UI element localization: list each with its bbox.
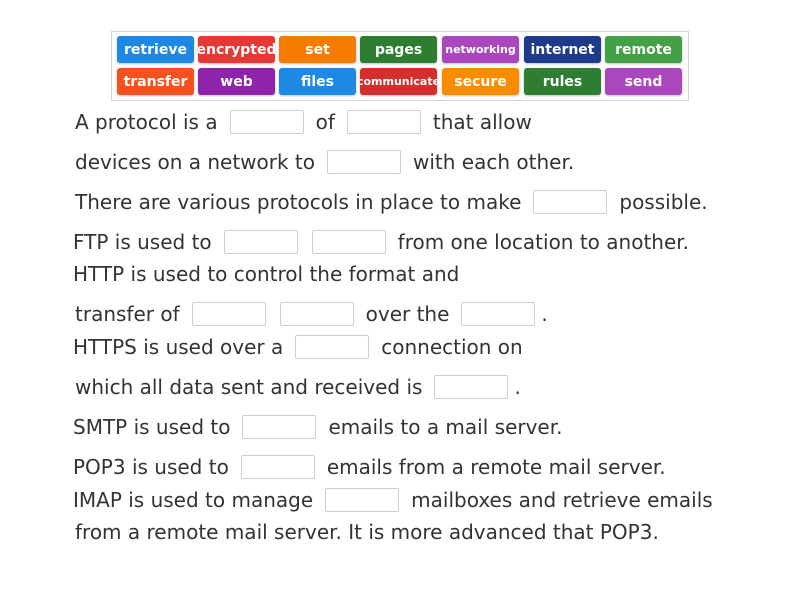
sentence-text: FTP is used to	[73, 230, 212, 254]
sentence-text: HTTP is used to control the format and	[73, 262, 460, 286]
sentence-text: connection on	[381, 335, 523, 359]
sentence-7: HTTPS is used over a connection on	[73, 333, 523, 361]
sentence-text: with each other.	[413, 150, 575, 174]
answer-blank[interactable]	[311, 230, 386, 254]
answer-blank[interactable]	[325, 488, 400, 512]
word-chip-rules[interactable]: rules	[524, 68, 601, 95]
answer-blank[interactable]	[434, 375, 509, 399]
word-bank: retrieve encrypted set pages networking …	[111, 31, 689, 101]
sentence-text: from one location to another.	[397, 230, 690, 254]
sentence-text: possible.	[619, 190, 708, 214]
sentence-1: A protocol is a of that allow	[75, 108, 532, 136]
sentence-text: .	[514, 375, 521, 399]
word-chip-networking[interactable]: networking	[442, 36, 519, 63]
word-chip-web[interactable]: web	[198, 68, 275, 95]
sentence-text: SMTP is used to	[73, 415, 231, 439]
word-chip-files[interactable]: files	[279, 68, 356, 95]
sentence-9: SMTP is used to emails to a mail server.	[73, 413, 562, 441]
word-chip-send[interactable]: send	[605, 68, 682, 95]
answer-blank[interactable]	[346, 110, 421, 134]
word-chip-remote[interactable]: remote	[605, 36, 682, 63]
sentence-text: .	[541, 302, 548, 326]
sentence-12: from a remote mail server. It is more ad…	[75, 518, 659, 546]
answer-blank[interactable]	[533, 190, 608, 214]
sentence-8: which all data sent and received is .	[75, 373, 521, 401]
sentence-3: There are various protocols in place to …	[75, 188, 708, 216]
answer-blank[interactable]	[327, 150, 402, 174]
sentence-text: There are various protocols in place to …	[75, 190, 522, 214]
word-chip-transfer[interactable]: transfer	[117, 68, 194, 95]
sentence-4: FTP is used to from one location to anot…	[73, 228, 689, 256]
word-chip-retrieve[interactable]: retrieve	[117, 36, 194, 63]
answer-blank[interactable]	[191, 302, 266, 326]
sentence-text: IMAP is used to manage	[73, 488, 314, 512]
answer-blank[interactable]	[240, 455, 315, 479]
word-chip-pages[interactable]: pages	[360, 36, 437, 63]
answer-blank[interactable]	[295, 335, 370, 359]
sentence-text: POP3 is used to	[73, 455, 229, 479]
word-chip-set[interactable]: set	[279, 36, 356, 63]
sentence-text: mailboxes and retrieve emails	[411, 488, 713, 512]
sentence-text: emails from a remote mail server.	[326, 455, 666, 479]
sentence-text: of	[315, 110, 335, 134]
word-chip-internet[interactable]: internet	[524, 36, 601, 63]
sentence-6: transfer of over the .	[75, 300, 548, 328]
sentence-text: emails to a mail server.	[328, 415, 563, 439]
sentence-5: HTTP is used to control the format and	[73, 260, 459, 288]
sentence-2: devices on a network to with each other.	[75, 148, 574, 176]
answer-blank[interactable]	[242, 415, 317, 439]
word-chip-secure[interactable]: secure	[442, 68, 519, 95]
sentence-11: IMAP is used to manage mailboxes and ret…	[73, 486, 713, 514]
answer-blank[interactable]	[279, 302, 354, 326]
word-chip-encrypted[interactable]: encrypted	[198, 36, 275, 63]
answer-blank[interactable]	[461, 302, 536, 326]
sentence-text: A protocol is a	[75, 110, 218, 134]
answer-blank[interactable]	[223, 230, 298, 254]
answer-blank[interactable]	[229, 110, 304, 134]
sentence-text: that allow	[432, 110, 532, 134]
sentence-text: devices on a network to	[75, 150, 316, 174]
word-chip-communicate[interactable]: communicate	[360, 68, 437, 95]
sentence-text: transfer of	[75, 302, 180, 326]
sentence-text: which all data sent and received is	[75, 375, 423, 399]
sentence-10: POP3 is used to emails from a remote mai…	[73, 453, 666, 481]
sentence-text: over the	[365, 302, 450, 326]
sentence-text: HTTPS is used over a	[73, 335, 284, 359]
sentence-text: from a remote mail server. It is more ad…	[75, 520, 659, 544]
